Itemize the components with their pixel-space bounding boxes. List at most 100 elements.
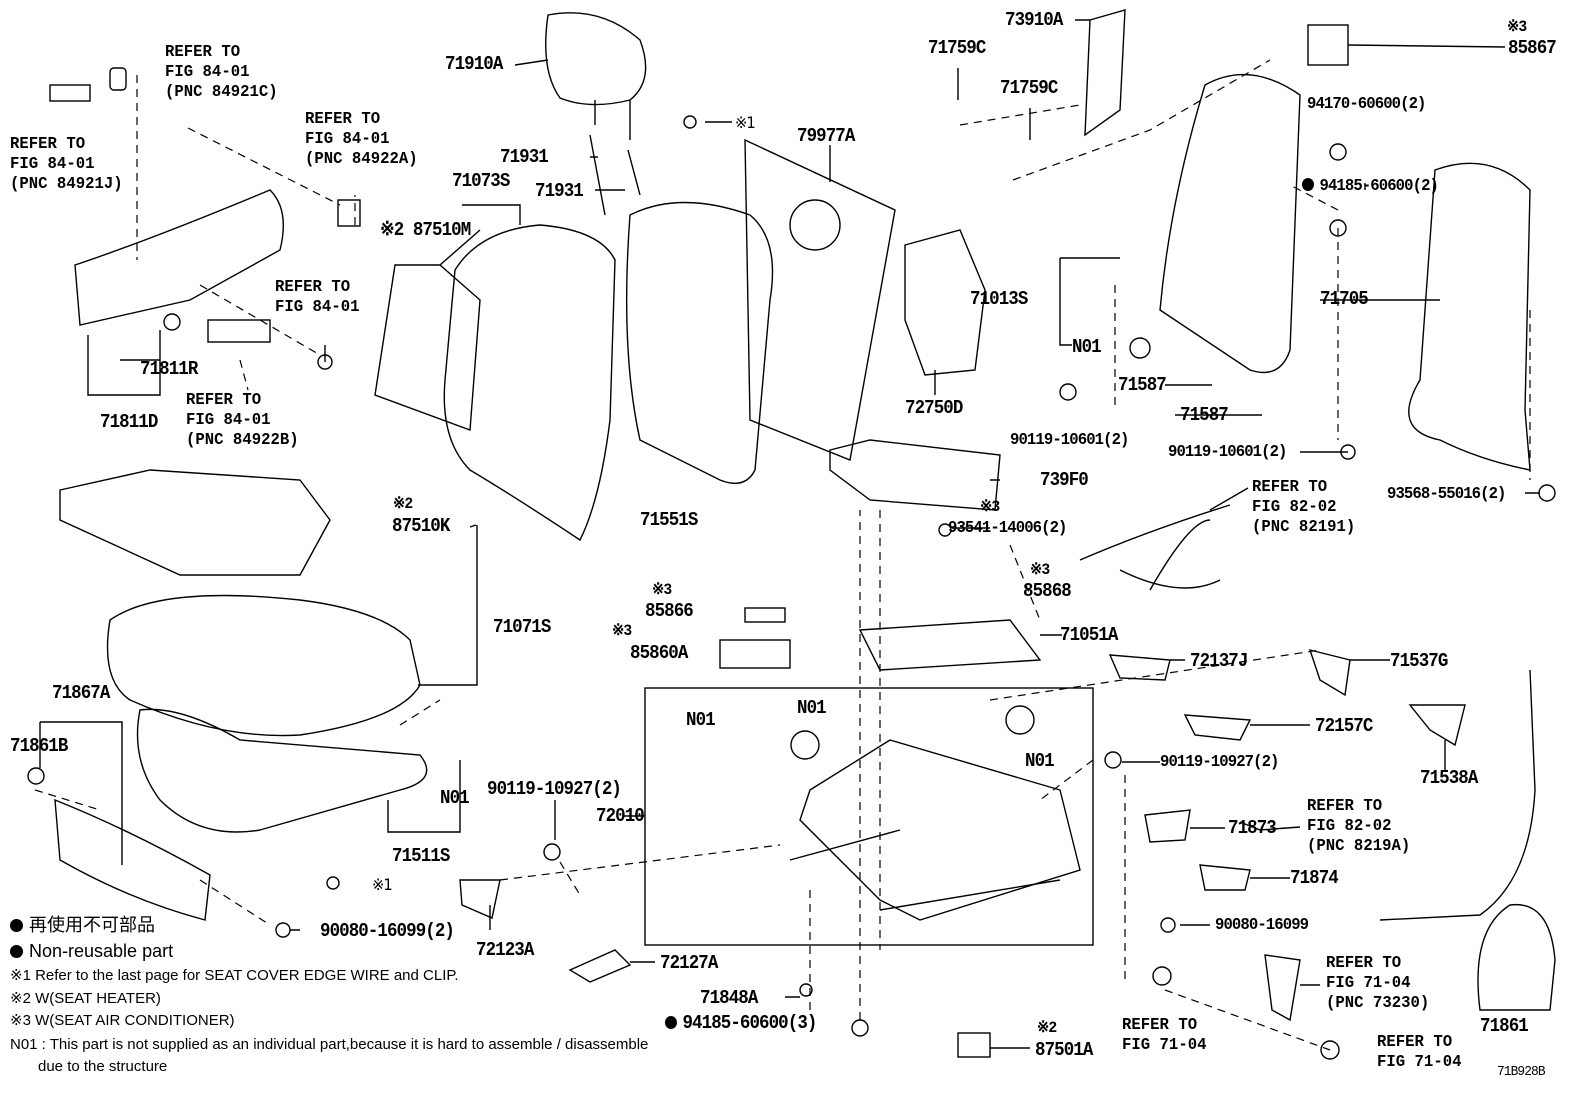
- refer-line: REFER TO: [1326, 954, 1402, 973]
- label-85868[interactable]: 85868: [1023, 580, 1072, 602]
- label-71861B[interactable]: 71861B: [10, 735, 68, 757]
- wire-harness: [1079, 504, 1231, 591]
- label-85867[interactable]: 85867: [1508, 37, 1557, 59]
- label-71931-b[interactable]: 71931: [535, 180, 584, 202]
- label-72010[interactable]: 72010: [596, 805, 645, 827]
- seat-cushion-cover: [106, 594, 421, 737]
- label-71073S[interactable]: 71073S: [452, 170, 510, 192]
- label-94185-60600-3[interactable]: 94185-60600(3): [665, 1013, 817, 1034]
- legend-nonreusable-jp: 再使用不可部品: [10, 914, 155, 936]
- label-73910A[interactable]: 73910A: [1005, 9, 1063, 31]
- refer-line: REFER TO: [165, 43, 241, 62]
- nut-94185-3: [851, 1019, 869, 1037]
- label-90080-16099-2[interactable]: 90080-16099(2): [320, 920, 455, 942]
- diagram-code: 71B928B: [1497, 1064, 1546, 1080]
- refer-line: FIG 71-04: [1377, 1053, 1462, 1072]
- legend-text: 再使用不可部品: [29, 915, 155, 935]
- label-72123A[interactable]: 72123A: [476, 939, 534, 961]
- motor-n01e: [1129, 337, 1151, 359]
- label-71861[interactable]: 71861: [1480, 1015, 1529, 1037]
- label-87510K[interactable]: 87510K: [392, 515, 450, 537]
- label-87510M[interactable]: ※2 87510M: [380, 219, 471, 241]
- seat-track: [789, 829, 1061, 911]
- label-71587[interactable]: 71587: [1118, 374, 1167, 396]
- label-85866[interactable]: 85866: [645, 600, 694, 622]
- bracket-71874: [1199, 864, 1251, 891]
- refer-line: (PNC 73230): [1326, 994, 1430, 1013]
- label-79977A[interactable]: 79977A: [797, 125, 855, 147]
- label-71759C[interactable]: 71759C: [928, 37, 986, 59]
- refer-line: FIG 82-02: [1252, 498, 1337, 517]
- label-739F0[interactable]: 739F0: [1040, 469, 1089, 491]
- label-72127A[interactable]: 72127A: [660, 952, 718, 974]
- label-71848A[interactable]: 71848A: [700, 987, 758, 1009]
- label-90080-16099[interactable]: 90080-16099: [1215, 916, 1309, 935]
- refer-line: (PNC 84921C): [165, 83, 278, 102]
- refer-line: (PNC 8219A): [1307, 837, 1411, 856]
- lumbar-support: [904, 229, 986, 376]
- label-71538A[interactable]: 71538A: [1420, 767, 1478, 789]
- label-94170-60600-2[interactable]: 94170-60600(2): [1307, 95, 1426, 114]
- label-72137J[interactable]: 72137J: [1190, 650, 1248, 672]
- label-90119-10927-2-b[interactable]: 90119-10927(2): [1160, 753, 1279, 772]
- label-text: 94185-60600(2): [1319, 177, 1439, 196]
- label-71873[interactable]: 71873: [1228, 817, 1277, 839]
- clip-71848A: [799, 983, 813, 997]
- nut-7104: [1152, 966, 1172, 986]
- label-n01[interactable]: N01: [440, 787, 470, 809]
- non-reusable-dot-icon: [1302, 178, 1314, 191]
- label-71537G[interactable]: 71537G: [1390, 650, 1448, 672]
- label-93568-55016-2[interactable]: 93568-55016(2): [1387, 485, 1506, 504]
- refer-line: (PNC 82191): [1252, 518, 1356, 537]
- label-72157C[interactable]: 72157C: [1315, 715, 1373, 737]
- label-n01-c[interactable]: N01: [797, 697, 827, 719]
- label-71051A[interactable]: 71051A: [1060, 624, 1118, 646]
- legend-n01-note: N01 : This part is not supplied as an in…: [10, 1036, 649, 1053]
- label-90119-10601-2-b[interactable]: 90119-10601(2): [1168, 443, 1287, 462]
- non-reusable-dot-icon: [10, 945, 23, 958]
- label-71811D[interactable]: 71811D: [100, 411, 158, 433]
- label-71910A[interactable]: 71910A: [445, 53, 503, 75]
- refer-line: (PNC 84922A): [305, 150, 418, 169]
- label-93541-14006-2[interactable]: 93541-14006(2): [948, 519, 1067, 538]
- note-mark-3-d: ※3: [1030, 561, 1050, 579]
- label-71874[interactable]: 71874: [1290, 867, 1339, 889]
- seat-cushion-pad: [136, 708, 428, 833]
- label-71511S[interactable]: 71511S: [392, 845, 450, 867]
- label-n01-b[interactable]: N01: [686, 709, 716, 731]
- label-71811R[interactable]: 71811R: [140, 358, 198, 380]
- label-71071S[interactable]: 71071S: [493, 616, 551, 638]
- side-airbag: [1084, 9, 1126, 137]
- label-n01-d[interactable]: N01: [1025, 750, 1055, 772]
- label-71551S[interactable]: 71551S: [640, 509, 698, 531]
- duct-85866: [744, 607, 786, 623]
- label-90119-10927-2[interactable]: 90119-10927(2): [487, 778, 622, 800]
- label-71705[interactable]: 71705: [1320, 288, 1369, 310]
- legend-note-3: ※3 W(SEAT AIR CONDITIONER): [10, 1012, 235, 1029]
- label-85860A[interactable]: 85860A: [630, 642, 688, 664]
- bolt-90119a: [543, 843, 561, 861]
- label-94185-60600-2[interactable]: 94185-60600(2): [1302, 176, 1439, 197]
- label-90119-10601-2[interactable]: 90119-10601(2): [1010, 431, 1129, 450]
- bolt-90119b: [1104, 751, 1122, 769]
- label-71013S[interactable]: 71013S: [970, 288, 1028, 310]
- label-71587-b[interactable]: 71587: [1180, 404, 1229, 426]
- label-n01-e[interactable]: N01: [1072, 336, 1102, 358]
- label-71867A[interactable]: 71867A: [52, 682, 110, 704]
- refer-line: REFER TO: [1377, 1033, 1453, 1052]
- label-87501A[interactable]: 87501A: [1035, 1039, 1093, 1061]
- switch-knob-2: [109, 67, 127, 91]
- label-71759C-b[interactable]: 71759C: [1000, 77, 1058, 99]
- label-72750D[interactable]: 72750D: [905, 397, 963, 419]
- label-71931[interactable]: 71931: [500, 146, 549, 168]
